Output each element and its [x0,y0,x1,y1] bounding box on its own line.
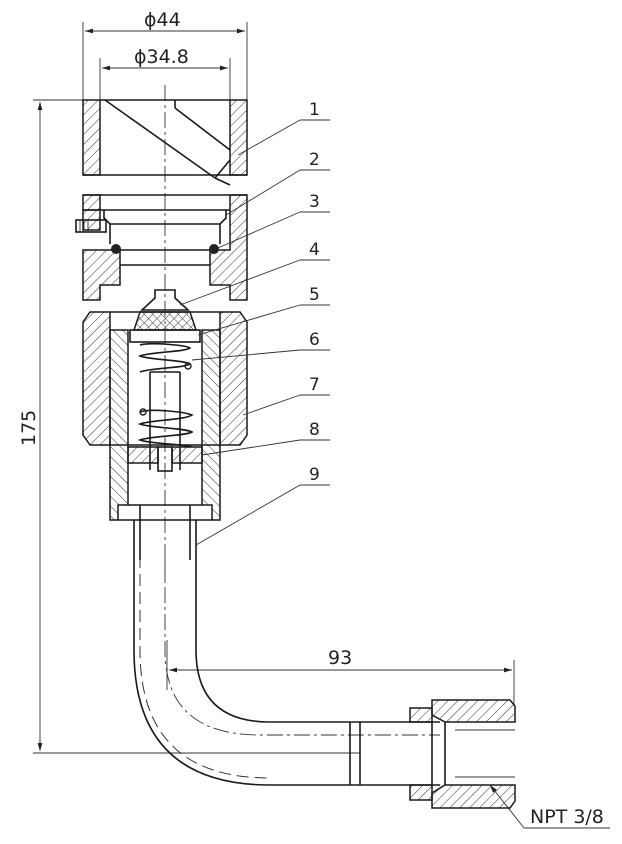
o-ring-seals [111,244,219,254]
horizontal-reach-label: 93 [328,647,352,669]
upper-valve-body [75,99,248,301]
balloon-label-3: 3 [309,192,320,212]
balloon-label-5: 5 [309,285,320,305]
hex-union-nut [82,311,248,446]
outer-diameter-label: ϕ44 [144,9,181,31]
bent-tube [133,505,440,786]
spring-seat-washer [127,446,203,472]
thread-spec-label: NPT 3/8 [530,806,604,828]
dimension-inner-diameter: ϕ34.8 [99,46,231,100]
balloon-leaders [179,119,330,546]
npt-fitting [409,699,516,809]
upper-spring [137,342,192,373]
inner-diameter-label: ϕ34.8 [134,46,189,68]
balloon-label-6: 6 [309,330,320,350]
lower-spring [137,408,194,448]
bend-centerline [164,560,440,736]
retaining-ring [103,210,227,244]
dimension-horizontal-reach: 93 [166,640,515,705]
balloon-label-2: 2 [309,150,320,170]
dimension-outer-diameter: ϕ44 [82,9,248,100]
balloon-label-9: 9 [309,465,320,485]
balloon-label-4: 4 [309,240,320,260]
balloon-label-7: 7 [309,375,320,395]
balloon-label-8: 8 [309,420,320,440]
balloon-label-1: 1 [309,100,320,120]
overall-height-label: 175 [18,410,40,446]
